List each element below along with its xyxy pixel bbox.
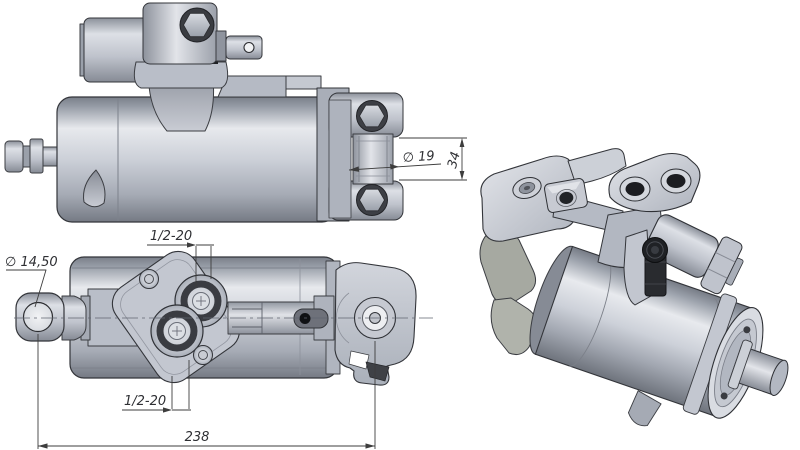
iso-cylinder-tube [529, 245, 789, 427]
dim-port-thread-bottom: 1/2-20 [122, 360, 191, 413]
dim-pin-diameter: ∅ 19 [348, 149, 442, 172]
dim-clevis-width: 34 [399, 137, 467, 181]
dim-label-overall-length: 238 [185, 430, 210, 445]
side-view: 34 ∅ 19 [4, 2, 467, 223]
manifold-boss-upper [139, 269, 159, 289]
iso-block-with-hole [543, 178, 588, 213]
dim-label-port-top: 1/2-20 [150, 229, 192, 244]
valve-assembly [79, 2, 263, 132]
dim-rod-eye-diameter: ∅ 14,50 [5, 255, 58, 308]
dim-label-port-bottom: 1/2-20 [124, 394, 166, 409]
dim-overall-length: 238 [37, 334, 376, 449]
iso-ring-boss [512, 176, 542, 200]
clevis-fork [316, 87, 404, 222]
iso-rear-block-upper [479, 229, 537, 305]
dim-label-rod-eye: ∅ 14,50 [5, 255, 58, 270]
dim-label-pin-diameter: ∅ 19 [402, 149, 435, 166]
plan-view: 1/2-20 1/2-20 ∅ 14,50 238 [5, 229, 433, 449]
manifold-boss-lower [193, 345, 213, 365]
iso-screw [642, 237, 668, 297]
rod-stub [4, 138, 60, 174]
iso-port-a [619, 176, 651, 202]
iso-arm-extension [567, 148, 627, 186]
rod-eye [15, 292, 87, 342]
dim-label-clevis-width: 34 [445, 150, 464, 170]
end-bracket [334, 262, 417, 386]
isometric-view [479, 148, 789, 427]
dim-port-thread-top: 1/2-20 [147, 229, 214, 287]
iso-port-b [660, 168, 692, 194]
port-manifold [111, 250, 241, 384]
